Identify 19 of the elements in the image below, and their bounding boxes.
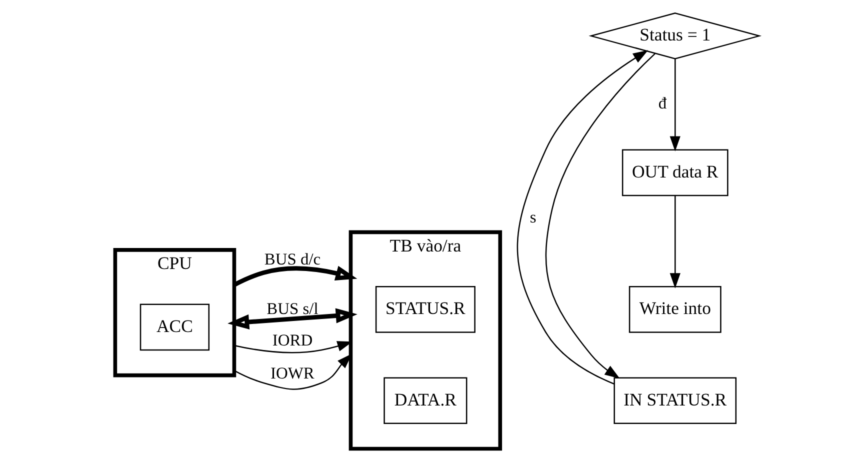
arrow <box>669 58 680 152</box>
arrow <box>233 354 352 390</box>
node-box: Write into <box>628 286 721 333</box>
arrow <box>227 308 357 330</box>
edge-label: s <box>529 208 536 227</box>
node-diamond: Status = 1 <box>588 12 762 60</box>
arrow <box>516 50 648 385</box>
node-box: DATA.R <box>383 377 467 424</box>
node-box: ACC <box>139 304 210 351</box>
edge-label: IORD <box>272 330 312 350</box>
edge-label: IOWR <box>270 363 314 382</box>
arrow <box>669 196 680 288</box>
edge-label: đ <box>658 94 666 113</box>
edge-label: BUS s/l <box>266 298 318 318</box>
node-box: IN STATUS.R <box>613 377 736 424</box>
edge-label: BUS d/c <box>264 249 320 268</box>
node-box: STATUS.R <box>374 286 475 333</box>
node-box: OUT data R <box>621 149 728 196</box>
arrow <box>544 53 655 379</box>
